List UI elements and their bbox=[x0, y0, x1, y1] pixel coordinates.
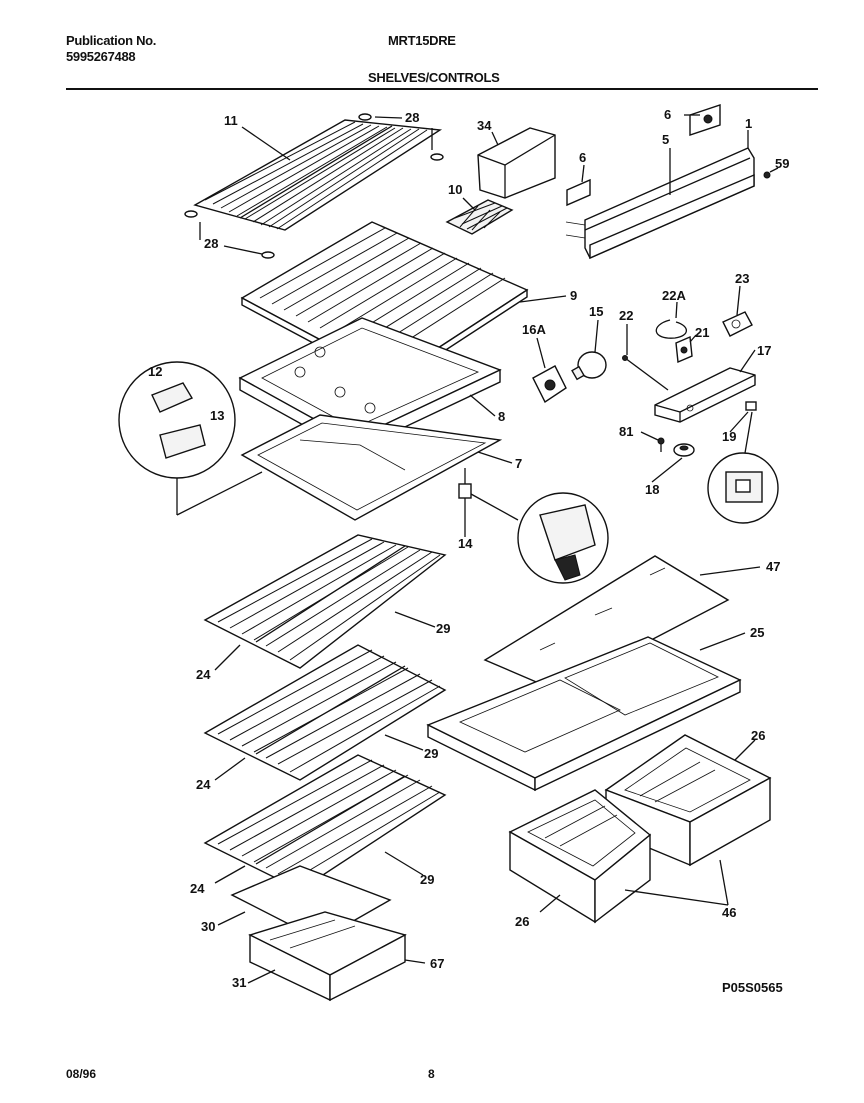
callout-28-top: 28 bbox=[405, 110, 419, 125]
callout-29-upper: 29 bbox=[436, 621, 450, 636]
callout-7: 7 bbox=[515, 456, 522, 471]
callout-labels: 11 28 28 34 6 6 5 1 59 10 9 22A 23 16A 1… bbox=[148, 107, 789, 990]
callout-17: 17 bbox=[757, 343, 771, 358]
part-26-crisper-drawer-right bbox=[604, 734, 772, 867]
publication-label: Publication No. bbox=[66, 33, 157, 48]
page-number: 8 bbox=[428, 1067, 435, 1081]
callout-9: 9 bbox=[570, 288, 577, 303]
callout-10: 10 bbox=[448, 182, 462, 197]
callout-6-lower: 6 bbox=[579, 150, 586, 165]
part-14-switch bbox=[458, 468, 472, 518]
part-26-crisper-drawer-left bbox=[508, 789, 652, 924]
callout-26-right: 26 bbox=[751, 728, 765, 743]
part-21-control bbox=[675, 335, 693, 364]
part-19-switch bbox=[745, 401, 757, 411]
callout-28-bottom: 28 bbox=[204, 236, 218, 251]
part-16A-socket bbox=[532, 365, 567, 404]
detail-circle-12-13 bbox=[118, 361, 263, 516]
part-25-crisper-frame bbox=[426, 636, 742, 792]
part-11-freezer-wire-shelf bbox=[193, 119, 443, 231]
callout-5: 5 bbox=[662, 132, 669, 147]
callout-81: 81 bbox=[619, 424, 633, 439]
part-28-shelf-stops bbox=[184, 113, 444, 259]
callout-14: 14 bbox=[458, 536, 473, 551]
callout-59: 59 bbox=[775, 156, 789, 171]
detail-circle-19 bbox=[707, 411, 779, 524]
callout-1: 1 bbox=[745, 116, 752, 131]
section-title: SHELVES/CONTROLS bbox=[368, 70, 500, 85]
detail-circle-14 bbox=[470, 492, 609, 584]
part-22A-wire-harness bbox=[655, 319, 688, 339]
callout-24-lower: 24 bbox=[190, 881, 205, 896]
callout-6-upper: 6 bbox=[664, 107, 671, 122]
part-59-screw bbox=[763, 167, 779, 179]
callout-19: 19 bbox=[722, 429, 736, 444]
callout-67: 67 bbox=[430, 956, 444, 971]
part-18-knob bbox=[673, 443, 695, 457]
callout-30: 30 bbox=[201, 919, 215, 934]
callout-22: 22 bbox=[619, 308, 633, 323]
part-34-bin bbox=[477, 127, 556, 199]
callout-29-middle: 29 bbox=[424, 746, 438, 761]
callout-22A: 22A bbox=[662, 288, 686, 303]
part-15-light-bulb bbox=[571, 351, 607, 381]
part-6-brackets bbox=[566, 104, 721, 207]
drawing-code: P05S0565 bbox=[722, 980, 783, 995]
callout-8: 8 bbox=[498, 409, 505, 424]
callout-24-middle: 24 bbox=[196, 777, 211, 792]
callout-34: 34 bbox=[477, 118, 492, 133]
part-10-ice-tray bbox=[445, 199, 514, 235]
part-81-screw bbox=[657, 437, 665, 452]
part-31-meat-pan bbox=[248, 911, 407, 1002]
footer-date: 08/96 bbox=[66, 1067, 97, 1081]
callout-13: 13 bbox=[210, 408, 224, 423]
part-17-light-housing bbox=[654, 367, 756, 423]
callout-18: 18 bbox=[645, 482, 659, 497]
part-47-glass-cover bbox=[483, 555, 730, 691]
part-29-wire-shelf-2 bbox=[203, 644, 447, 781]
callout-23: 23 bbox=[735, 271, 749, 286]
part-29-wire-shelf-1 bbox=[203, 534, 447, 669]
publication-number: 5995267488 bbox=[66, 49, 136, 64]
part-7-divider bbox=[240, 414, 503, 521]
part-22-rod bbox=[622, 355, 669, 391]
model-number: MRT15DRE bbox=[388, 33, 456, 48]
callout-25: 25 bbox=[750, 625, 764, 640]
callout-24-upper: 24 bbox=[196, 667, 211, 682]
callout-46: 46 bbox=[722, 905, 736, 920]
callout-47: 47 bbox=[766, 559, 780, 574]
callout-16A: 16A bbox=[522, 322, 546, 337]
callout-12: 12 bbox=[148, 364, 162, 379]
part-5-control-housing bbox=[565, 130, 755, 260]
callout-11: 11 bbox=[224, 113, 238, 128]
part-23-thermostat bbox=[722, 311, 753, 337]
callout-15: 15 bbox=[589, 304, 603, 319]
callout-31: 31 bbox=[232, 975, 246, 990]
header-rule bbox=[66, 88, 818, 90]
callout-29-lower: 29 bbox=[420, 872, 434, 887]
callout-26-left: 26 bbox=[515, 914, 529, 929]
callout-21: 21 bbox=[695, 325, 709, 340]
leader-lines bbox=[199, 114, 761, 984]
part-29-wire-shelf-3 bbox=[203, 754, 447, 891]
